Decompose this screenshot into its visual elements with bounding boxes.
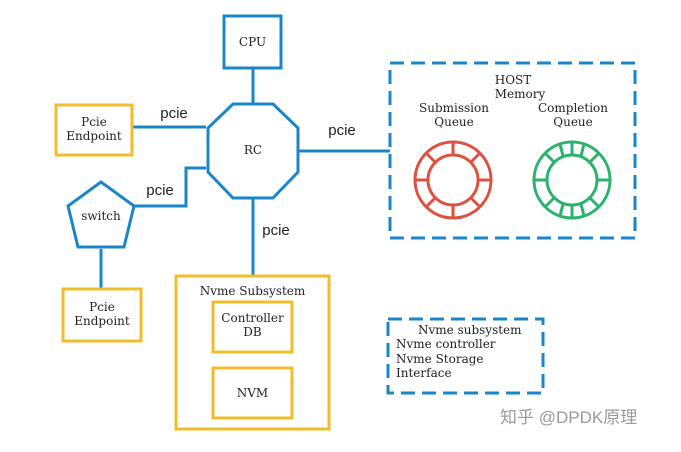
switch-label: switch [81,209,121,223]
pcie-label-host: pcie [328,122,356,139]
endpoint-bottom-line-1: Pcie [89,300,115,314]
switch-pentagon [66,180,136,249]
cpu-label: CPU [238,35,267,49]
nvm-label: NVM [236,386,269,400]
pcie-label-nvme: pcie [262,222,290,239]
endpoint-top-line-1: Pcie [81,115,107,129]
completion-queue-label: Completion Queue [535,101,611,130]
watermark: 知乎 @DPDK原理 [500,408,638,427]
legend-text: Nvme subsystem Nvme controller Nvme Stor… [396,323,536,381]
legend-line-1: Nvme subsystem [418,323,522,337]
pcie-label-switch: pcie [146,182,174,199]
nvm-box [211,366,294,420]
completion-queue-line-1: Completion [537,101,609,115]
controller-db-box [211,300,294,354]
endpoint-bottom-box [61,287,143,343]
submission-queue-line-2: Queue [434,115,474,130]
controller-db-label: Controller DB [213,311,292,340]
link-rc-switch [126,166,206,208]
endpoint-top-label: Pcie Endpoint [56,115,132,144]
nvme-subsystem-box [174,274,331,431]
legend-box [386,317,545,395]
endpoint-bottom-line-2: Endpoint [74,314,130,329]
endpoint-top-box [54,103,134,157]
submission-queue-ring [413,140,493,220]
completion-queue-ring [532,140,612,220]
controller-db-line-1: Controller [221,311,284,325]
controller-db-line-2: DB [243,325,262,340]
cpu-box [222,14,283,70]
legend-line-4: Interface [396,366,452,381]
submission-queue-label: Submission Queue [418,101,490,130]
completion-queue-line-2: Queue [553,115,593,130]
endpoint-top-line-2: Endpoint [66,129,122,144]
legend-line-2: Nvme controller [396,337,496,352]
host-memory-label: HOST Memory [478,73,548,102]
pcie-label-endpoint: pcie [160,105,188,122]
host-memory-line-1: HOST [494,73,532,87]
rc-label: RC [243,143,263,157]
legend-line-3: Nvme Storage [396,351,484,366]
nvme-subsystem-title: Nvme Subsystem [199,284,306,298]
host-memory-line-2: Memory [494,87,546,102]
submission-queue-line-1: Submission [419,101,489,115]
rc-octagon [206,102,300,200]
endpoint-bottom-label: Pcie Endpoint [63,300,141,329]
